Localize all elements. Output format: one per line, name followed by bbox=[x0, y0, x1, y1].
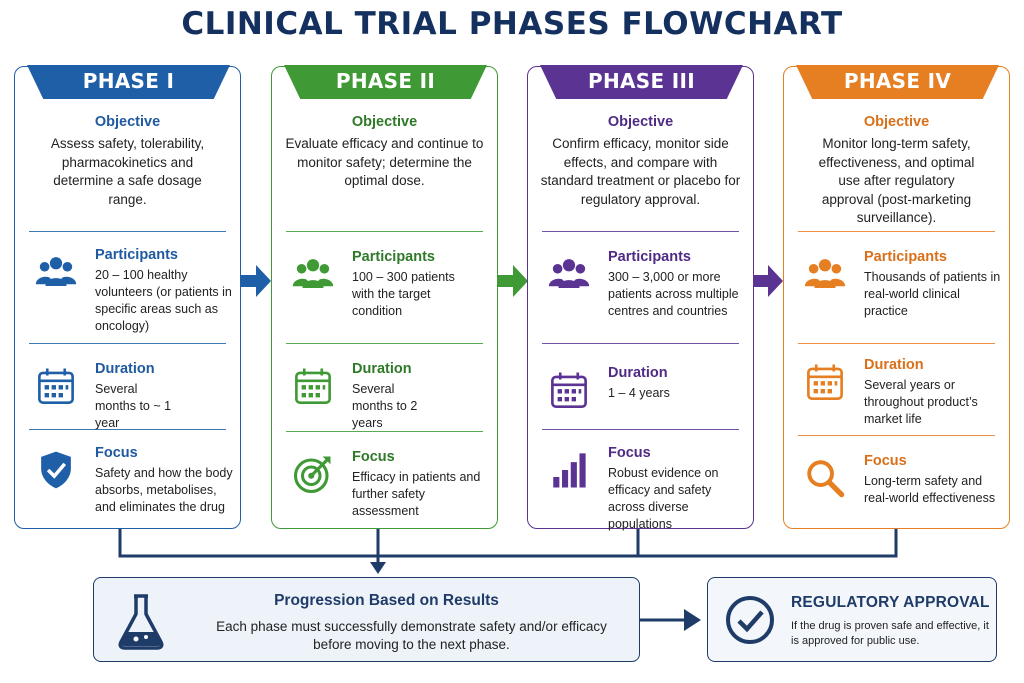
phase-banner: PHASE III bbox=[540, 65, 743, 99]
duration-text: 1 – 4 years bbox=[608, 386, 670, 400]
phase-banner: PHASE IV bbox=[796, 65, 999, 99]
objective-heading: Objective bbox=[94, 114, 161, 130]
people-icon bbox=[290, 251, 336, 297]
magnifier-icon bbox=[802, 455, 848, 501]
phase-card-2: PHASE II Objective Evaluate efficacy and… bbox=[271, 65, 498, 529]
divider bbox=[286, 431, 483, 433]
divider bbox=[29, 429, 226, 431]
participants-text: 20 – 100 healthy volunteers (or patients… bbox=[95, 268, 232, 333]
arrow-phase2-to-phase3 bbox=[497, 265, 528, 297]
duration-text: Several years or throughout product’s ma… bbox=[864, 378, 978, 426]
objective-text: Confirm efficacy, monitor side effects, … bbox=[540, 136, 741, 207]
progression-title: Progression Based on Results bbox=[274, 592, 499, 609]
phase-card-3: PHASE III Objective Confirm efficacy, mo… bbox=[527, 65, 754, 531]
participants-heading: Participants bbox=[864, 249, 947, 265]
bar-chart-icon bbox=[546, 447, 592, 493]
divider bbox=[798, 231, 995, 233]
divider bbox=[542, 429, 739, 431]
phase-card-4: PHASE IV Objective Monitor long-term saf… bbox=[783, 65, 1010, 529]
objective-heading: Objective bbox=[351, 114, 418, 130]
divider bbox=[29, 231, 226, 233]
divider bbox=[542, 343, 739, 345]
objective-text: Evaluate efficacy and continue to monito… bbox=[285, 136, 484, 188]
duration-heading: Duration bbox=[608, 365, 668, 381]
objective-text: Assess safety, tolerability, pharmacokin… bbox=[50, 136, 205, 207]
people-icon bbox=[802, 251, 848, 297]
phase-banner: PHASE II bbox=[284, 65, 487, 99]
shield-check-icon bbox=[33, 447, 79, 493]
arrow-phase3-to-phase4 bbox=[752, 265, 783, 297]
divider bbox=[286, 231, 483, 233]
participants-text: Thousands of patients in real-world clin… bbox=[864, 270, 1001, 318]
calendar-icon bbox=[546, 367, 592, 413]
participants-heading: Participants bbox=[608, 249, 691, 265]
people-icon bbox=[33, 249, 79, 295]
duration-heading: Duration bbox=[864, 357, 924, 373]
page-title: CLINICAL TRIAL PHASES FLOWCHART bbox=[181, 6, 843, 42]
participants-text: 100 – 300 patients with the target condi… bbox=[352, 270, 455, 318]
focus-heading: Focus bbox=[95, 445, 138, 461]
divider bbox=[29, 343, 226, 345]
flask-icon bbox=[118, 594, 164, 650]
progression-text: Each phase must successfully demonstrate… bbox=[216, 619, 607, 652]
progression-box: Progression Based on Results Each phase … bbox=[93, 577, 640, 662]
divider bbox=[798, 435, 995, 437]
divider bbox=[798, 343, 995, 345]
focus-heading: Focus bbox=[608, 445, 651, 461]
approval-box: REGULATORY APPROVAL If the drug is prove… bbox=[707, 577, 997, 662]
phase-card-1: PHASE I Objective Assess safety, tolerab… bbox=[14, 65, 241, 529]
calendar-icon bbox=[290, 363, 336, 409]
target-icon bbox=[290, 451, 336, 497]
objective-heading: Objective bbox=[607, 114, 674, 130]
phase-banner: PHASE I bbox=[27, 65, 230, 99]
objective-text: Monitor long-term safety, effectiveness,… bbox=[818, 136, 975, 225]
calendar-icon bbox=[33, 363, 79, 409]
duration-text: Several months to ~ 1 year bbox=[95, 382, 172, 430]
focus-text: Robust evidence on efficacy and safety a… bbox=[608, 466, 719, 531]
calendar-icon bbox=[802, 359, 848, 405]
divider bbox=[542, 231, 739, 233]
arrow-phase1-to-phase2 bbox=[240, 265, 271, 297]
focus-text: Efficacy in patients and further safety … bbox=[352, 470, 481, 518]
check-circle-icon bbox=[726, 596, 774, 644]
focus-text: Safety and how the body absorbs, metabol… bbox=[95, 466, 233, 514]
participants-heading: Participants bbox=[352, 249, 435, 265]
approval-title: REGULATORY APPROVAL bbox=[791, 594, 990, 611]
participants-text: 300 – 3,000 or more patients across mult… bbox=[608, 270, 739, 318]
duration-heading: Duration bbox=[95, 361, 155, 377]
duration-heading: Duration bbox=[352, 361, 412, 377]
focus-heading: Focus bbox=[864, 453, 907, 469]
participants-heading: Participants bbox=[95, 247, 178, 263]
duration-text: Several months to 2 years bbox=[352, 382, 418, 430]
people-icon bbox=[546, 251, 592, 297]
approval-text: If the drug is proven safe and effective… bbox=[791, 620, 989, 647]
divider bbox=[286, 343, 483, 345]
objective-heading: Objective bbox=[863, 114, 930, 130]
focus-text: Long-term safety and real-world effectiv… bbox=[864, 474, 996, 505]
focus-heading: Focus bbox=[352, 449, 395, 465]
